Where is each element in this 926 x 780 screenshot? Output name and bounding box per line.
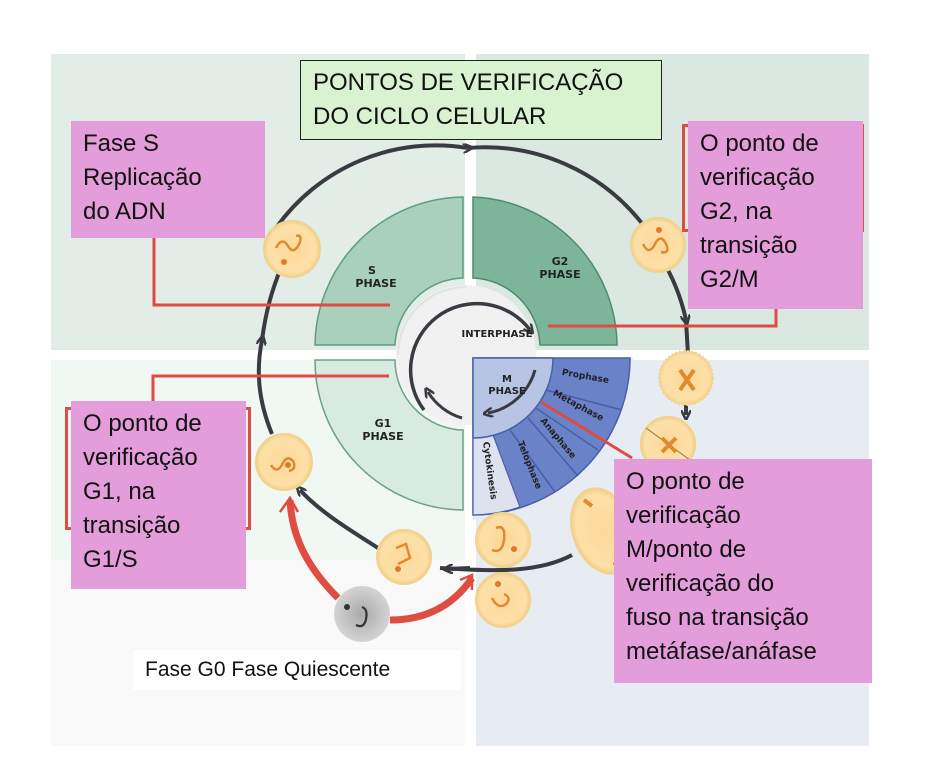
callout-line: Fase S xyxy=(83,130,160,157)
cycle-arc-left-upper xyxy=(260,264,284,341)
callout-line: O ponto de xyxy=(83,410,202,437)
title-line-1: PONTOS DE VERIFICAÇÃO xyxy=(313,69,624,96)
callout-m-checkpoint: O ponto de verificação M/ponto de verifi… xyxy=(614,459,872,683)
cytokinesis-segment xyxy=(472,431,521,516)
g0-exit-arrow xyxy=(286,499,341,601)
g0-phase-label: Fase G0 Fase Quiescente xyxy=(133,650,461,690)
callout-line: transição xyxy=(700,232,798,259)
diagram-title: PONTOS DE VERIFICAÇÃO DO CICLO CELULAR xyxy=(300,60,662,140)
cycle-arrow-bottom xyxy=(448,568,471,569)
callout-g2-checkpoint: O ponto de verificação G2, na transição … xyxy=(688,121,863,309)
callout-line: Replicação xyxy=(83,164,202,191)
cycle-arc-top-right xyxy=(468,147,646,228)
callout-line: do ADN xyxy=(83,198,166,225)
callout-s-phase: Fase S Replicação do ADN xyxy=(71,121,265,238)
s-phase-label-1: S xyxy=(368,264,376,277)
callout-line: G2/M xyxy=(700,266,759,293)
callout-line: verificação xyxy=(83,444,198,471)
connector-g1 xyxy=(151,374,389,401)
m-phase-label-1: M xyxy=(502,374,512,385)
g0-entry-arrow xyxy=(389,575,475,624)
cell-g0-icon xyxy=(334,586,390,642)
cell-metaphase-icon xyxy=(640,416,696,472)
callout-line: M/ponto de xyxy=(626,536,747,563)
m-phase-arrow-icon xyxy=(488,369,537,413)
callout-line: transição xyxy=(83,512,181,539)
interphase-label: INTERPHASE xyxy=(462,329,533,340)
s-phase-segment xyxy=(314,196,464,346)
title-line-2: DO CICLO CELULAR xyxy=(313,103,547,130)
connector-m xyxy=(540,400,633,460)
callout-line: O ponto de xyxy=(626,468,745,495)
interphase-arrow-icon xyxy=(408,301,530,412)
g1-phase-label-2: PHASE xyxy=(362,430,403,443)
m-phase-label-2: PHASE xyxy=(488,386,526,397)
g2-phase-label-1: G2 xyxy=(552,255,569,268)
cell-early-g1-icon xyxy=(376,529,432,585)
cycle-arc-top-left xyxy=(274,143,469,230)
g1-phase-label-1: G1 xyxy=(375,417,392,430)
callout-line: O ponto de xyxy=(700,130,819,157)
callout-line: G1/S xyxy=(83,546,138,573)
cycle-arc-left xyxy=(259,340,274,435)
s-phase-label-2: PHASE xyxy=(355,277,396,290)
cell-g2-icon xyxy=(630,217,686,273)
interphase-return-arrow-icon xyxy=(428,392,463,420)
g0-exit-arrowhead-icon xyxy=(278,495,300,513)
g2-phase-label-2: PHASE xyxy=(539,268,580,281)
callout-line: verificação do xyxy=(626,570,775,597)
connector-g2 xyxy=(548,309,778,328)
cell-g1-icon xyxy=(255,433,313,491)
cell-daughter-top-icon xyxy=(475,512,531,568)
connector-s-phase xyxy=(152,238,390,307)
callout-line: verificação xyxy=(626,502,741,529)
callout-line: G2, na xyxy=(700,198,773,225)
callout-line: fuso na transição xyxy=(626,604,809,631)
g0-entry-arrowhead-icon xyxy=(459,573,474,590)
callout-line: G1, na xyxy=(83,478,156,505)
callout-g1-checkpoint: O ponto de verificação G1, na transição … xyxy=(71,401,246,589)
cell-daughter-bottom-icon xyxy=(475,572,531,628)
cell-prophase-icon xyxy=(658,350,714,406)
cell-s-phase-icon xyxy=(263,220,321,278)
callout-line: verificação xyxy=(700,164,815,191)
g1-phase-segment xyxy=(314,359,464,511)
cycle-arc-bottom-left xyxy=(300,490,380,550)
callout-line: metáfase/anáfase xyxy=(626,638,817,665)
